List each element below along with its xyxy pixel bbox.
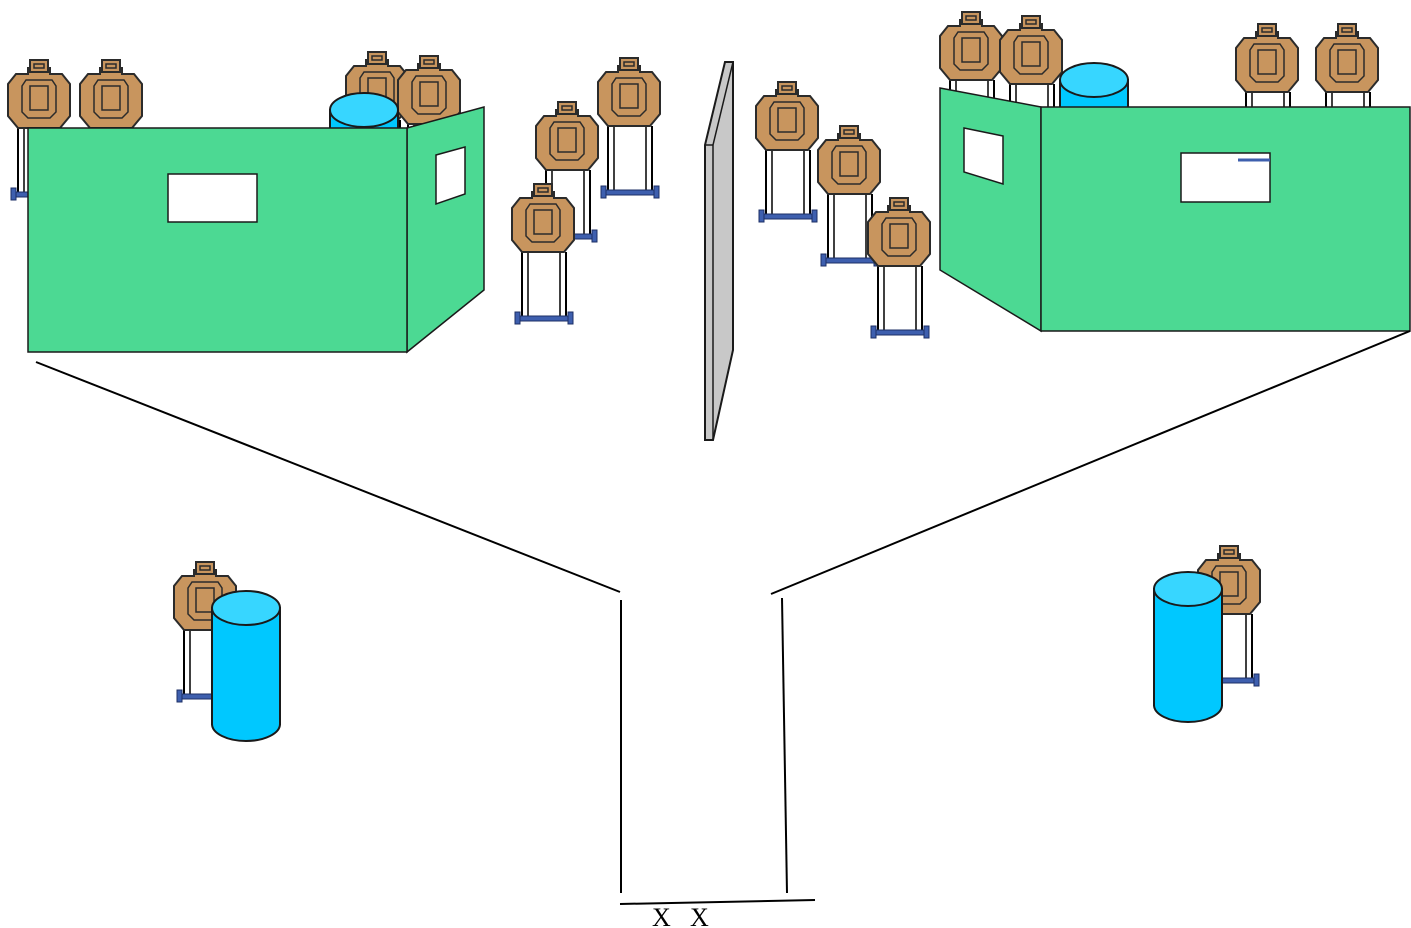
shooting-position-mark-2: X [690,903,709,928]
center-right-target-array [755,81,931,339]
wall-front-window [167,173,258,223]
wall-side-panel [406,106,485,354]
wall-side-panel [939,87,1042,333]
center-left-target-array [511,57,661,325]
wall-side-window [435,146,466,206]
shooting-position-mark-1: X [652,903,671,928]
cardboard-target-icon [511,183,575,325]
steel-panel-icon [704,61,734,441]
barrel-icon [1153,571,1223,723]
boundary-lines [35,330,1411,905]
wall-side-window [963,127,1004,186]
cardboard-target-icon [755,81,819,223]
right-diagonal-fault-line [770,330,1411,595]
right-barricade-group [939,11,1411,333]
wall-with-window-icon [1040,106,1411,332]
left-diagonal-fault-line [35,361,621,593]
cardboard-target-icon [597,57,661,199]
start-line [619,899,816,905]
lower-left-target-group [173,561,281,742]
right-lane-line [781,597,788,894]
left-barricade-group [7,51,485,354]
lower-right-target-group [1153,545,1261,723]
cardboard-target-icon [867,197,931,339]
wall-with-window-icon [27,127,408,353]
barrel-icon [211,590,281,742]
